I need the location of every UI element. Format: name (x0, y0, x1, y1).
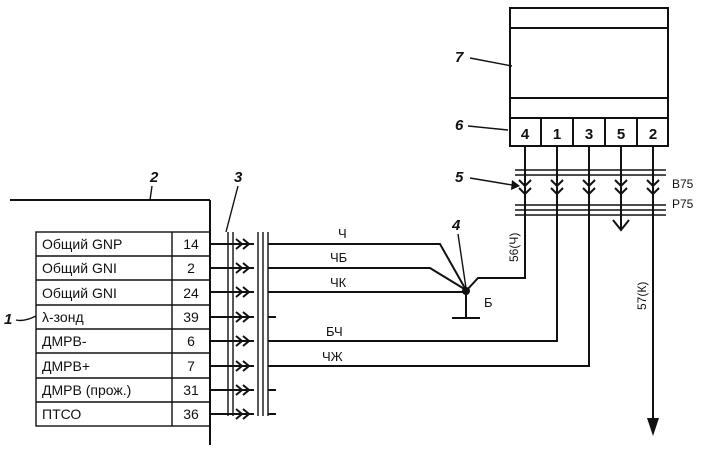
ecu-pin-number: 14 (183, 236, 199, 252)
wire-label-vertical: 57(К) (635, 282, 649, 310)
terminal-chevron (614, 179, 628, 188)
ecu-pin-number: 2 (187, 260, 195, 276)
wire-label: Ч (338, 226, 347, 241)
terminal-chevron (550, 179, 564, 188)
ecu-pin-row: ПТСО 36 (42, 406, 199, 422)
ecu-pin-label: Общий GNI (42, 285, 117, 301)
terminal-chevron (646, 179, 660, 188)
callout-4: 4 (451, 217, 461, 234)
wire-label: ЧБ (330, 250, 347, 265)
ecu-pin-row: Общий GNP 14 (42, 236, 199, 252)
ecu-pin-number: 31 (183, 382, 199, 398)
ecu-pin-row: ДМРВ+ 7 (42, 358, 195, 374)
terminal-chevron (518, 187, 532, 196)
ecu-pin-row: λ-зонд 39 (42, 309, 199, 325)
ecu-pin-label: ДМРВ+ (42, 358, 90, 374)
ecu-pin-number: 36 (183, 406, 199, 422)
wire-label-vertical: 56(Ч) (507, 233, 521, 262)
ecu-pin-row: Общий GNI 24 (42, 285, 199, 301)
wire-label: БЧ (326, 324, 343, 339)
terminal-chevron (646, 187, 660, 196)
ecu-pin-label: Общий GNP (42, 236, 122, 252)
terminal-chevron (550, 187, 564, 196)
terminal-chevron (614, 187, 628, 196)
ecu-pin-row: Общий GNI 2 (42, 260, 195, 276)
callout-6: 6 (455, 117, 464, 134)
ecu-pin-label: ПТСО (42, 406, 81, 422)
ecu-pin-label: λ-зонд (42, 309, 84, 325)
callout-7: 7 (455, 49, 464, 66)
sensor-pin: 4 (521, 126, 530, 143)
ground-point (452, 146, 526, 319)
ecu-block (10, 199, 211, 445)
ecu-pin-number: 24 (183, 285, 199, 301)
sensor-pin: 2 (649, 126, 657, 143)
sensor-pin: 3 (585, 126, 593, 143)
ecu-pin-number: 6 (187, 333, 195, 349)
callout-2: 2 (149, 169, 159, 186)
callout-leaders (15, 57, 520, 322)
ecu-pin-row: ДМРВ- 6 (42, 333, 195, 349)
ecu-pin-label: ДМРВ- (42, 333, 87, 349)
wire-label: ЧЖ (322, 349, 343, 364)
ecu-harness-connector (227, 232, 269, 416)
ecu-pin-number: 7 (187, 358, 195, 374)
connector-code-top: В75 (672, 177, 694, 191)
ecu-pin-number: 39 (183, 309, 199, 325)
wire-label: ЧК (330, 275, 347, 290)
sensor-pin: 5 (617, 126, 625, 143)
ecu-pin-label: Общий GNI (42, 260, 117, 276)
sensor-pin: 1 (553, 126, 561, 143)
ecu-pin-label: ДМРВ (прож.) (42, 382, 131, 398)
callout-5: 5 (455, 169, 464, 186)
callout-1: 1 (4, 311, 12, 328)
terminal-chevron (518, 179, 532, 188)
connector-code-bottom: Р75 (672, 197, 694, 211)
callout-3: 3 (234, 169, 243, 186)
sensor-connector-terminals (518, 179, 660, 196)
terminal-chevron (582, 179, 596, 188)
ground-label: Б (484, 295, 493, 310)
ecu-connector-terminals (235, 238, 254, 420)
wires (210, 146, 590, 415)
terminal-chevron (582, 187, 596, 196)
sensor-body (509, 7, 669, 147)
ecu-pin-row: ДМРВ (прож.) 31 (42, 382, 199, 398)
